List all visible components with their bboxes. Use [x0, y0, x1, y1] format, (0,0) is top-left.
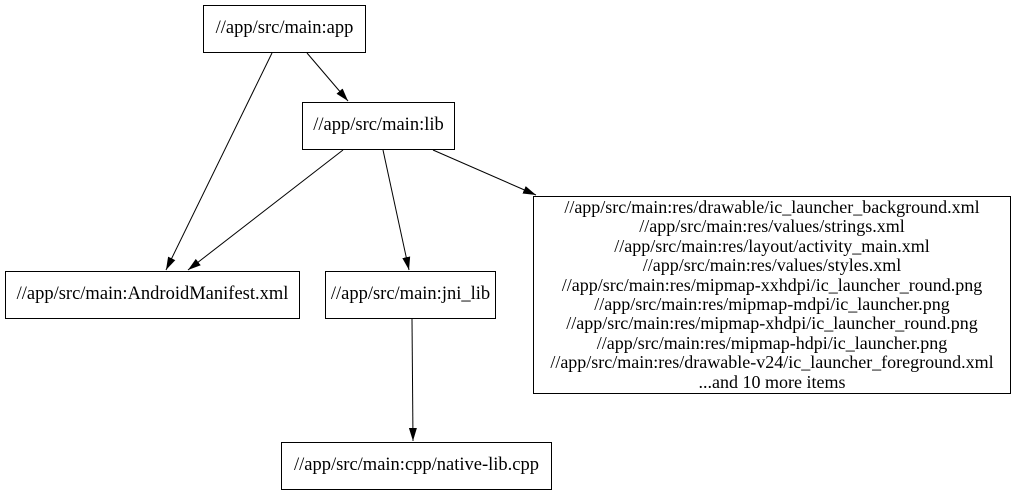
edge-lib-to-res: [432, 149, 537, 196]
res-file-line: //app/src/main:res/layout/activity_main.…: [614, 235, 930, 256]
node-android-manifest: //app/src/main:AndroidManifest.xml: [5, 271, 300, 319]
node-res-group: //app/src/main:res/drawable/ic_launcher_…: [533, 196, 1011, 394]
edge-lib-to-jnilib: [382, 149, 411, 271]
node-lib: //app/src/main:lib: [302, 102, 455, 150]
res-file-line: //app/src/main:res/values/strings.xml: [639, 216, 905, 237]
edge-app-to-lib: [306, 52, 349, 102]
edge-app-to-manifest: [165, 52, 273, 271]
edge-jnilib-to-cpp: [408, 318, 417, 442]
res-more-items-line: ...and 10 more items: [698, 371, 846, 392]
edge-lib-to-manifest: [187, 149, 344, 271]
node-native-lib-cpp-label: //app/src/main:cpp/native-lib.cpp: [293, 455, 540, 476]
res-file-line: //app/src/main:res/mipmap-xxhdpi/ic_laun…: [561, 274, 983, 295]
node-native-lib-cpp: //app/src/main:cpp/native-lib.cpp: [281, 442, 552, 490]
node-app-label: //app/src/main:app: [215, 18, 354, 39]
res-file-line: //app/src/main:res/mipmap-hdpi/ic_launch…: [596, 332, 948, 353]
node-app: //app/src/main:app: [203, 5, 366, 53]
res-file-line: //app/src/main:res/values/styles.xml: [642, 255, 902, 276]
node-android-manifest-label: //app/src/main:AndroidManifest.xml: [16, 284, 289, 305]
res-file-line: //app/src/main:res/mipmap-xhdpi/ic_launc…: [566, 313, 978, 334]
res-file-line: //app/src/main:res/drawable/ic_launcher_…: [564, 196, 980, 217]
res-file-line: //app/src/main:res/drawable-v24/ic_launc…: [550, 352, 994, 373]
node-jni-lib: //app/src/main:jni_lib: [325, 271, 496, 319]
node-jni-lib-label: //app/src/main:jni_lib: [330, 284, 491, 305]
res-file-line: //app/src/main:res/mipmap-mdpi/ic_launch…: [594, 294, 950, 314]
node-lib-label: //app/src/main:lib: [313, 115, 444, 136]
